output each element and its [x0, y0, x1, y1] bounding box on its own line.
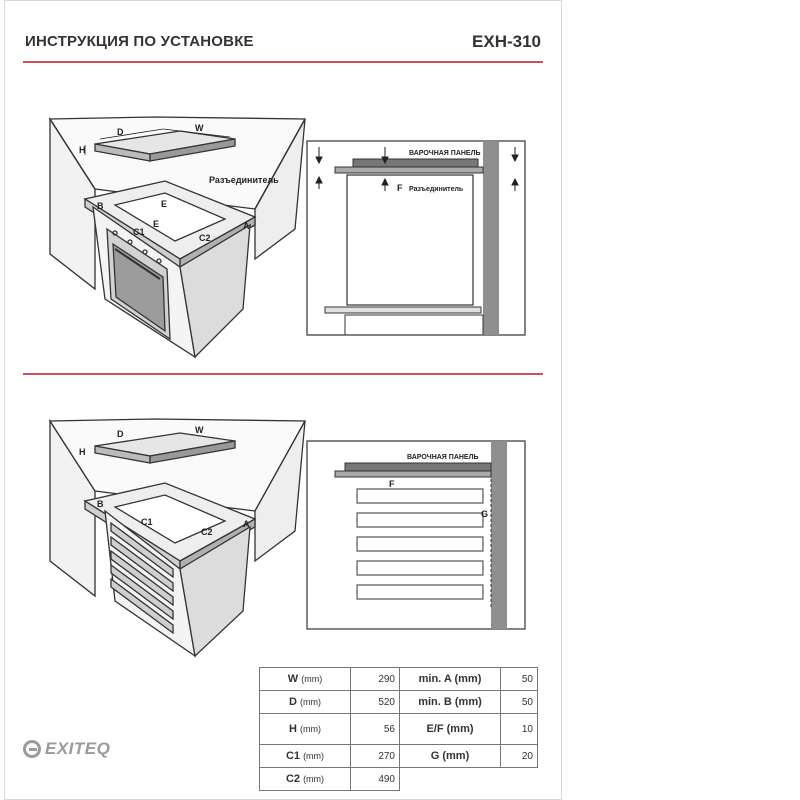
section2-f-label: F — [389, 479, 395, 489]
brand-logo-icon — [23, 740, 41, 758]
drawers-install-illustration: D W H B C1 C2 A — [48, 418, 307, 658]
dim-key: C1 — [285, 750, 300, 762]
table-row: D (mm) 520 min. B (mm) 50 — [259, 690, 538, 714]
label-h-2: H — [79, 447, 86, 457]
dimensions-table: W (mm) 290 min. A (mm) 50 D (mm) 520 min… — [259, 667, 538, 791]
dim-value: 520 — [350, 690, 400, 714]
brand-logo: EXITEQ — [23, 739, 110, 759]
dim-value: 56 — [350, 713, 400, 745]
table-row: C2 (mm) 490 — [259, 767, 538, 791]
table-row: W (mm) 290 min. A (mm) 50 — [259, 667, 538, 691]
label-b: B — [97, 201, 104, 211]
oven-section-diagram: ВАРОЧНАЯ ПАНЕЛЬ F Разъединитель — [306, 140, 526, 336]
dim-key: min. A — [418, 673, 452, 685]
dim-value: 50 — [500, 690, 538, 714]
dim-value: 270 — [350, 744, 400, 768]
label-e2: E — [153, 219, 159, 229]
dim-value: 10 — [500, 713, 538, 745]
dim-value: 490 — [350, 767, 400, 791]
dim-key: W — [287, 673, 299, 685]
dim-value: 290 — [350, 667, 400, 691]
label-d: D — [117, 127, 124, 137]
label-b-2: B — [97, 499, 104, 509]
brand-logo-text: EXITEQ — [45, 739, 111, 758]
section-disconnector-label: Разъединитель — [409, 186, 464, 193]
page-title: ИНСТРУКЦИЯ ПО УСТАНОВКЕ — [25, 33, 254, 50]
label-w-2: W — [195, 425, 204, 435]
label-disconnector: Разъединитель — [209, 175, 279, 185]
label-h: H — [79, 145, 86, 155]
dim-key: E/F — [426, 723, 444, 735]
label-c2-2: C2 — [201, 527, 213, 537]
dim-key: G — [430, 750, 440, 762]
drawers-section-diagram: ВАРОЧНАЯ ПАНЕЛЬ F G — [306, 440, 526, 630]
label-d-2: D — [117, 429, 124, 439]
section-divider — [23, 373, 543, 375]
label-a-2: A — [243, 519, 250, 529]
model-number: EXH-310 — [472, 32, 541, 51]
dim-value: 20 — [500, 744, 538, 768]
section2-panel-label: ВАРОЧНАЯ ПАНЕЛЬ — [407, 454, 479, 461]
label-c1: C1 — [133, 227, 145, 237]
dim-value: 50 — [500, 667, 538, 691]
oven-install-illustration: D W H B E E C1 C2 A Разъединитель — [48, 116, 307, 359]
dim-key: min. B — [418, 696, 452, 708]
section-panel-label: ВАРОЧНАЯ ПАНЕЛЬ — [409, 150, 481, 157]
label-c2: C2 — [199, 233, 211, 243]
table-row: H (mm) 56 E/F (mm) 10 — [259, 713, 538, 745]
label-a: A — [243, 221, 250, 231]
header-divider — [23, 61, 543, 63]
dim-key: H — [288, 723, 297, 735]
instruction-sheet: ИНСТРУКЦИЯ ПО УСТАНОВКЕ EXH-310 — [4, 0, 562, 800]
dim-key: C2 — [285, 773, 300, 785]
label-w: W — [195, 123, 204, 133]
label-c1-2: C1 — [141, 517, 153, 527]
label-e1: E — [161, 199, 167, 209]
dim-key: D — [288, 696, 297, 708]
section-f-label: F — [397, 183, 403, 193]
section2-g-label: G — [481, 509, 488, 519]
table-row: C1 (mm) 270 G (mm) 20 — [259, 744, 538, 768]
